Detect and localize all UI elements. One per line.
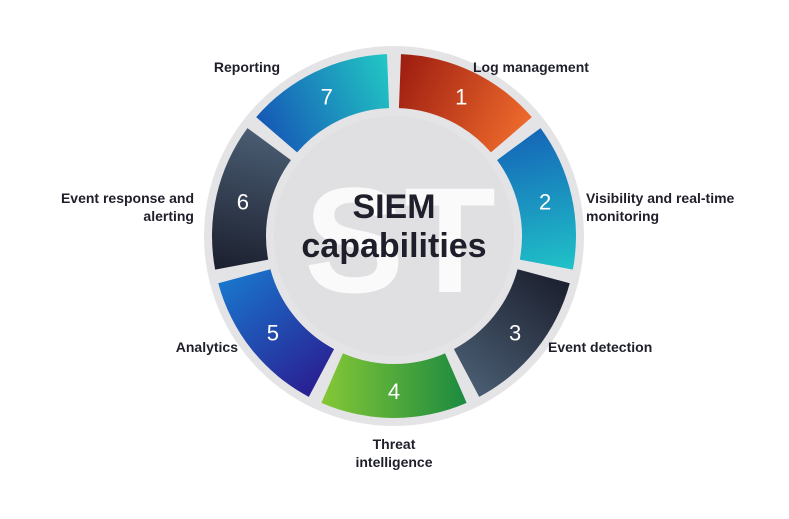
- title-line-2: capabilities: [301, 227, 486, 265]
- segment-number-2: 2: [539, 190, 551, 215]
- inner-circle: [274, 116, 514, 356]
- segment-5: [218, 269, 335, 397]
- segments-layer: [212, 54, 576, 418]
- label-log-management: Log management: [473, 59, 589, 75]
- label-threat-intelligence: Threat intelligence: [355, 436, 433, 470]
- segment-6: [212, 128, 291, 270]
- segment-2: [497, 128, 576, 270]
- segment-number-5: 5: [267, 321, 279, 346]
- segment-number-4: 4: [388, 379, 400, 404]
- segment-3: [453, 269, 570, 397]
- label-event-response: Event response and alerting: [60, 190, 194, 224]
- segment-number-3: 3: [509, 321, 521, 346]
- segment-number-1: 1: [455, 84, 467, 109]
- numbers-layer: 1 2 3 4 5 6 7: [237, 84, 551, 404]
- segment-number-7: 7: [321, 84, 333, 109]
- label-analytics: Analytics: [175, 339, 238, 355]
- segment-1: [398, 54, 532, 153]
- segment-4: [321, 353, 467, 418]
- label-event-detection: Event detection: [548, 339, 653, 355]
- segment-7: [256, 54, 390, 153]
- label-reporting: Reporting: [213, 59, 280, 75]
- watermark-logo: ST: [304, 156, 496, 324]
- title-line-1: SIEM: [352, 188, 435, 226]
- label-visibility: Visibility and real-time monitoring: [586, 190, 735, 224]
- segment-number-6: 6: [237, 190, 249, 215]
